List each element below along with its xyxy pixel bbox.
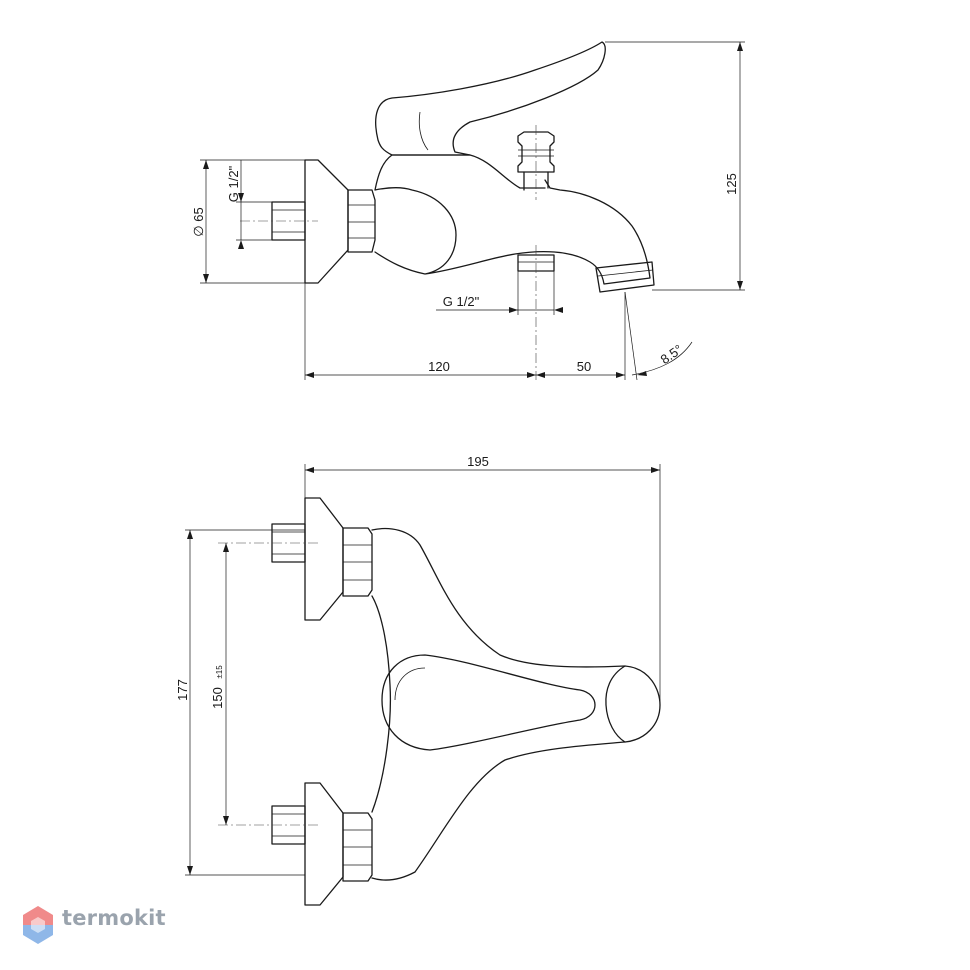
top-lever-handle xyxy=(381,654,596,751)
dim-thread-inlet: G 1/2" xyxy=(226,165,241,202)
side-spout-nozzle xyxy=(595,261,655,293)
dim-center-distance: 150 xyxy=(210,687,225,709)
top-hex-nut-upper xyxy=(342,527,373,597)
side-hex-nut xyxy=(347,189,376,253)
hexagon-logo-icon xyxy=(23,906,53,944)
top-flange-lower xyxy=(304,782,344,906)
side-faucet-body xyxy=(374,154,651,285)
dim-overall-width: 195 xyxy=(467,454,489,469)
dim-outlet-to-spout: 50 xyxy=(577,359,591,374)
dim-length-to-outlet: 120 xyxy=(428,359,450,374)
top-faucet-body xyxy=(371,527,661,881)
dim-center-tolerance: ±15 xyxy=(215,665,224,679)
top-hex-nut-lower xyxy=(342,812,373,882)
side-wall-flange xyxy=(304,159,349,284)
top-view: 195 177 150 ±15 xyxy=(175,454,661,906)
dim-height: 125 xyxy=(724,173,739,195)
brand-name: termokit xyxy=(62,906,166,930)
dim-spout-angle: 8.5° xyxy=(658,341,686,367)
top-flange-upper xyxy=(304,497,344,621)
side-lever-handle xyxy=(375,41,606,156)
dim-diameter-flange: ∅ 65 xyxy=(191,207,206,236)
dim-overall-length: 177 xyxy=(175,679,190,701)
side-view: ∅ 65 G 1/2" G 1/2" 125 120 50 xyxy=(191,41,745,381)
brand-watermark: termokit xyxy=(26,906,166,930)
side-diverter-knob xyxy=(517,131,555,173)
dim-thread-outlet: G 1/2" xyxy=(443,294,480,309)
